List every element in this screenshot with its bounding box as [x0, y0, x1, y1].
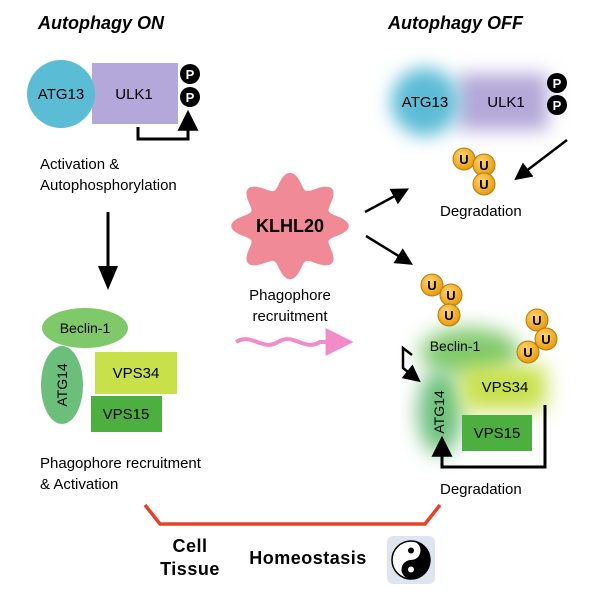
vps15-box	[91, 396, 162, 432]
ubiquitin-chain: U U U	[452, 147, 496, 196]
arrow-to-ulk1-off	[364, 188, 410, 214]
ubiquitin-label: U	[523, 345, 532, 360]
vps34-label: VPS34	[113, 365, 160, 382]
beclin-ellipse	[42, 308, 128, 348]
klhl20-label: KLHL20	[256, 216, 324, 236]
beclin-degradation-arrow	[401, 345, 421, 383]
atg13-label: ATG13	[402, 94, 448, 111]
ubiquitin-label: U	[541, 332, 550, 347]
activation-caption: Activation &	[40, 156, 119, 173]
beclin-label: Beclin-1	[430, 338, 481, 354]
arrow-to-pi3k-off	[365, 234, 413, 265]
phagophore-recruitment-caption: Phagophore	[249, 287, 331, 304]
ubiquitin-chain-right: U U U	[516, 308, 558, 364]
phagophore-recruitment-caption: recruitment	[252, 308, 328, 325]
beclin-blur	[420, 328, 520, 376]
yin-yang-dot	[408, 547, 414, 554]
atg13-label: ATG13	[38, 86, 84, 103]
atg14-ellipse	[41, 346, 83, 424]
activation-caption: Autophosphorylation	[40, 177, 177, 194]
ubiquitin-label: U	[459, 152, 468, 167]
phospho-circle	[180, 64, 200, 84]
atg13-circle	[27, 60, 95, 128]
recruitment-wave-arrow	[234, 328, 354, 356]
ubiquitin-chain-top: U U U	[420, 273, 463, 327]
ubiquitin-label: U	[427, 278, 436, 293]
phospho-circle	[180, 87, 200, 107]
vps15-box	[462, 415, 532, 451]
phospho-circle	[547, 73, 567, 93]
phospho-label: P	[186, 90, 195, 105]
vps15-label: VPS15	[103, 406, 150, 423]
vps34-box	[95, 352, 177, 394]
atg14-blur	[418, 370, 462, 454]
ubiquitin-circle	[472, 172, 496, 196]
phospho-label: P	[553, 76, 562, 91]
ubiquitin-label: U	[444, 308, 453, 323]
ulk1-complex-off: ATG13 ULK1 P P U U U	[391, 68, 568, 196]
ulk1-box	[92, 63, 178, 124]
beclin-label: Beclin-1	[60, 320, 111, 336]
ubiquitin-label: U	[479, 158, 488, 173]
vps15-label: VPS15	[474, 425, 521, 442]
phospho-label: P	[186, 67, 195, 82]
ubiquitin-circle	[516, 340, 540, 364]
ubiquitin-circle	[525, 308, 549, 332]
atg13-blur-circle	[391, 68, 459, 136]
atg14-label: ATG14	[431, 390, 447, 434]
degradation-caption-ulk1: Degradation	[440, 203, 522, 220]
ubiquitin-label: U	[532, 313, 541, 328]
title-autophagy-on: Autophagy ON	[37, 13, 165, 33]
ulk1-blur-box	[458, 74, 548, 130]
ulk1-label: ULK1	[487, 94, 525, 111]
ubiquitin-circle	[437, 303, 461, 327]
pi3k-complex-on: Beclin-1 ATG14 VPS34 VPS15	[41, 308, 177, 432]
phospho-label: P	[553, 98, 562, 113]
atg14-label: ATG14	[54, 363, 70, 407]
degradation-caption-pi3k: Degradation	[440, 481, 522, 498]
yin-yang-icon	[387, 536, 435, 584]
klhl20-shape	[231, 172, 349, 280]
phagophore-activation-caption: & Activation	[40, 476, 118, 493]
homeostasis-bracket	[143, 503, 442, 526]
ulk1-complex-on: ATG13 ULK1 P P	[27, 60, 200, 141]
pi3k-complex-off: Beclin-1 ATG14 VPS34 VPS15 U U U U U U	[401, 273, 558, 469]
klhl20-star: KLHL20	[231, 172, 349, 280]
yin-yang-dot	[408, 566, 414, 573]
ubiquitin-circle	[534, 327, 558, 351]
cell-label: Cell	[172, 536, 207, 556]
phagophore-activation-caption: Phagophore recruitment	[40, 455, 202, 472]
down-arrow-head	[98, 266, 118, 290]
ubiquitin-circle	[420, 273, 444, 297]
title-autophagy-off: Autophagy OFF	[387, 13, 524, 33]
ubiquitin-label: U	[446, 288, 455, 303]
homeostasis-label: Homeostasis	[249, 548, 367, 568]
ulk1-label: ULK1	[115, 86, 153, 103]
ubiquitin-label: U	[479, 177, 488, 192]
tissue-label: Tissue	[160, 559, 220, 579]
vps34-blur	[462, 366, 546, 410]
phospho-circle	[547, 95, 567, 115]
vps34-label: VPS34	[482, 379, 529, 396]
pi3k-degradation-arrow	[431, 405, 547, 469]
ubiquitination-arrow	[514, 139, 568, 181]
autophosphorylation-arrow	[136, 109, 199, 141]
